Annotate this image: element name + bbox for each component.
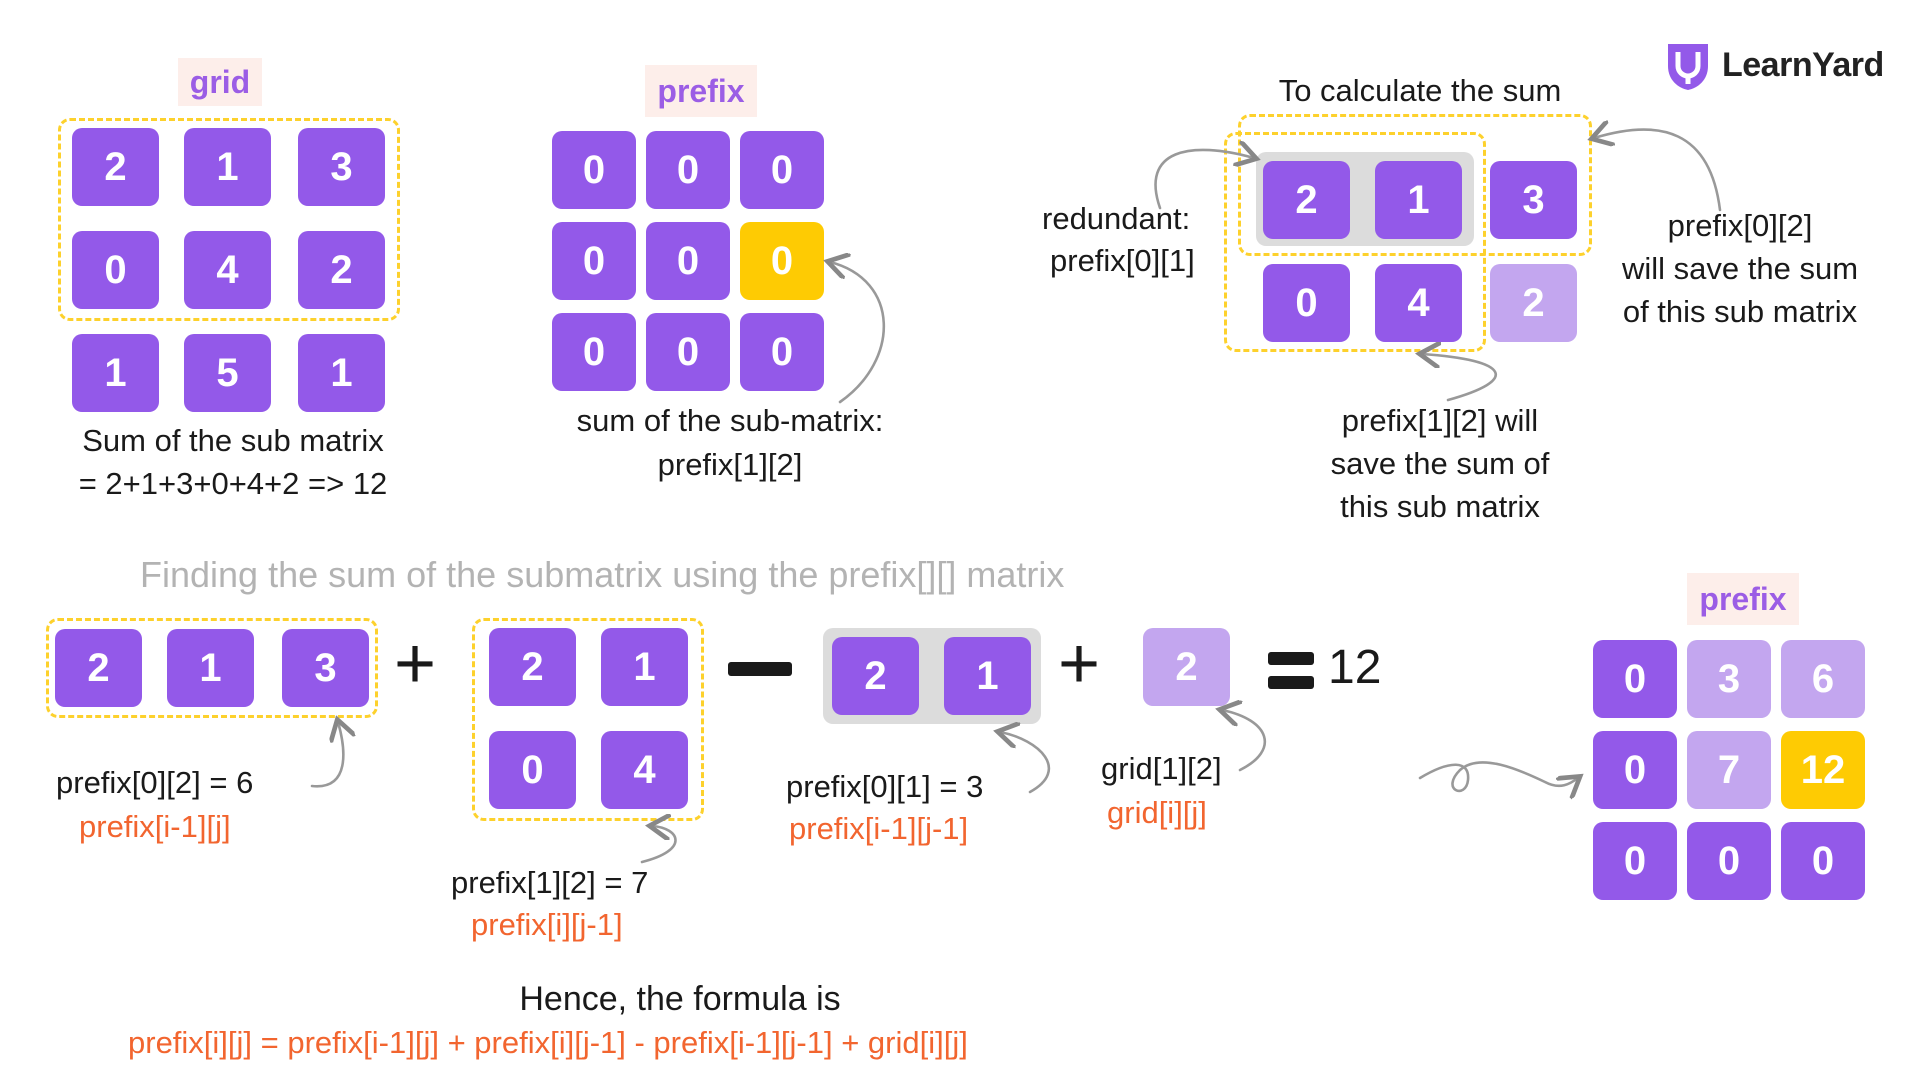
calc-cell-1-2: 2 [1490,264,1577,342]
arrow-right-outline [1594,130,1722,212]
grid-caption-line2: = 2+1+3+0+4+2 => 12 [78,466,388,501]
grid-cell-2-0: 1 [72,334,159,412]
prefix-cell-1-1: 0 [646,222,730,300]
grid-cell-1-2: 2 [298,231,385,309]
redundant-label-line2: prefix[0][1] [1050,243,1195,278]
calc-bottom-line2: save the sum of [1330,446,1550,481]
calc-right-line2: will save the sum [1621,251,1859,286]
result-cell-2-1: 0 [1687,822,1771,900]
term2-cell-1-0: 0 [489,731,576,809]
grid-cell-0-0: 2 [72,128,159,206]
calc-right-line1: prefix[0][2] [1667,208,1813,243]
brand-name: LearnYard [1722,46,1884,84]
term1-label: prefix[0][2] = 6 [56,765,254,800]
arrow-term4 [1222,710,1267,772]
arrow-squiggle-to-result [1418,761,1578,791]
calc-bottom-line1: prefix[1][2] will [1341,403,1539,438]
term2-cell-0-1: 1 [601,628,688,706]
calc-cell-1-0: 0 [1263,264,1350,342]
prefix-tag: prefix [645,65,757,117]
learnyard-shield-logo-icon [1664,40,1712,92]
term2-label: prefix[1][2] = 7 [451,865,649,900]
result-cell-0-0: 0 [1593,640,1677,718]
term1-general: prefix[i-1][j] [79,809,231,844]
grid-cell-1-0: 0 [72,231,159,309]
result-cell-0-2: 6 [1781,640,1865,718]
calc-cell-0-2: 3 [1490,161,1577,239]
arrow-term2 [640,826,677,864]
calc-outline-left [1224,132,1486,352]
formula-section-heading: Finding the sum of the submatrix using t… [140,554,1065,595]
term3-label: prefix[0][1] = 3 [786,769,984,804]
arrow-term3 [1000,732,1051,794]
calc-cell-0-0: 2 [1263,161,1350,239]
calc-bottom-line3: this sub matrix [1340,489,1540,524]
term2-cell-1-1: 4 [601,731,688,809]
grid-cell-0-1: 1 [184,128,271,206]
grid-tag: grid [178,58,262,106]
term1-outline [46,618,378,718]
plus-sign-1: + [394,624,437,704]
term4-label: grid[1][2] [1101,751,1222,786]
result-prefix-tag: prefix [1687,573,1799,625]
prefix-cell-1-0: 0 [552,222,636,300]
arrow-prefix-highlight [830,262,886,404]
prefix-cell-1-2-highlight: 0 [740,222,824,300]
conclusion-formula: prefix[i][j] = prefix[i-1][j] + prefix[i… [128,1025,968,1060]
term4-cell: 2 [1143,628,1230,706]
calc-title: To calculate the sum [1278,73,1562,108]
arrow-term1 [310,722,343,788]
plus-sign-2: + [1058,624,1101,704]
term2-outline [472,618,704,821]
prefix-cell-0-2: 0 [740,131,824,209]
grid-cell-1-1: 4 [184,231,271,309]
term4-general: grid[i][j] [1107,795,1207,830]
redundant-label-line1: redundant: [1042,201,1191,236]
result-cell-1-0: 0 [1593,731,1677,809]
grid-cell-0-2: 3 [298,128,385,206]
prefix-cell-2-2: 0 [740,313,824,391]
minus-sign [728,662,792,676]
result-cell-2-0: 0 [1593,822,1677,900]
grid-cell-2-1: 5 [184,334,271,412]
term1-cell-1: 1 [167,629,254,707]
grid-caption-line1: Sum of the sub matrix [82,423,384,458]
calc-cell-1-1: 4 [1375,264,1462,342]
term2-general: prefix[i][j-1] [471,907,623,942]
term3-general: prefix[i-1][j-1] [789,811,969,846]
equals-sign [1268,652,1314,690]
result-cell-2-2: 0 [1781,822,1865,900]
arrow-bottom-outline [1422,354,1497,402]
prefix-caption-line2: prefix[1][2] [657,447,803,482]
result-cell-0-1: 3 [1687,640,1771,718]
prefix-cell-2-1: 0 [646,313,730,391]
result-cell-1-2-highlight: 12 [1781,731,1865,809]
term1-cell-0: 2 [55,629,142,707]
prefix-cell-0-0: 0 [552,131,636,209]
grid-selection-outline [58,118,400,321]
grid-cell-2-2: 1 [298,334,385,412]
term2-cell-0-0: 2 [489,628,576,706]
prefix-cell-2-0: 0 [552,313,636,391]
conclusion-line1: Hence, the formula is [519,980,841,1018]
prefix-cell-0-1: 0 [646,131,730,209]
result-cell-1-1: 7 [1687,731,1771,809]
term3-cell-0: 2 [832,637,919,715]
result-value: 12 [1328,641,1382,694]
term1-cell-2: 3 [282,629,369,707]
term3-cell-1: 1 [944,637,1031,715]
prefix-caption-line1: sum of the sub-matrix: [576,403,884,438]
calc-right-line3: of this sub matrix [1622,294,1858,329]
calc-cell-0-1: 1 [1375,161,1462,239]
